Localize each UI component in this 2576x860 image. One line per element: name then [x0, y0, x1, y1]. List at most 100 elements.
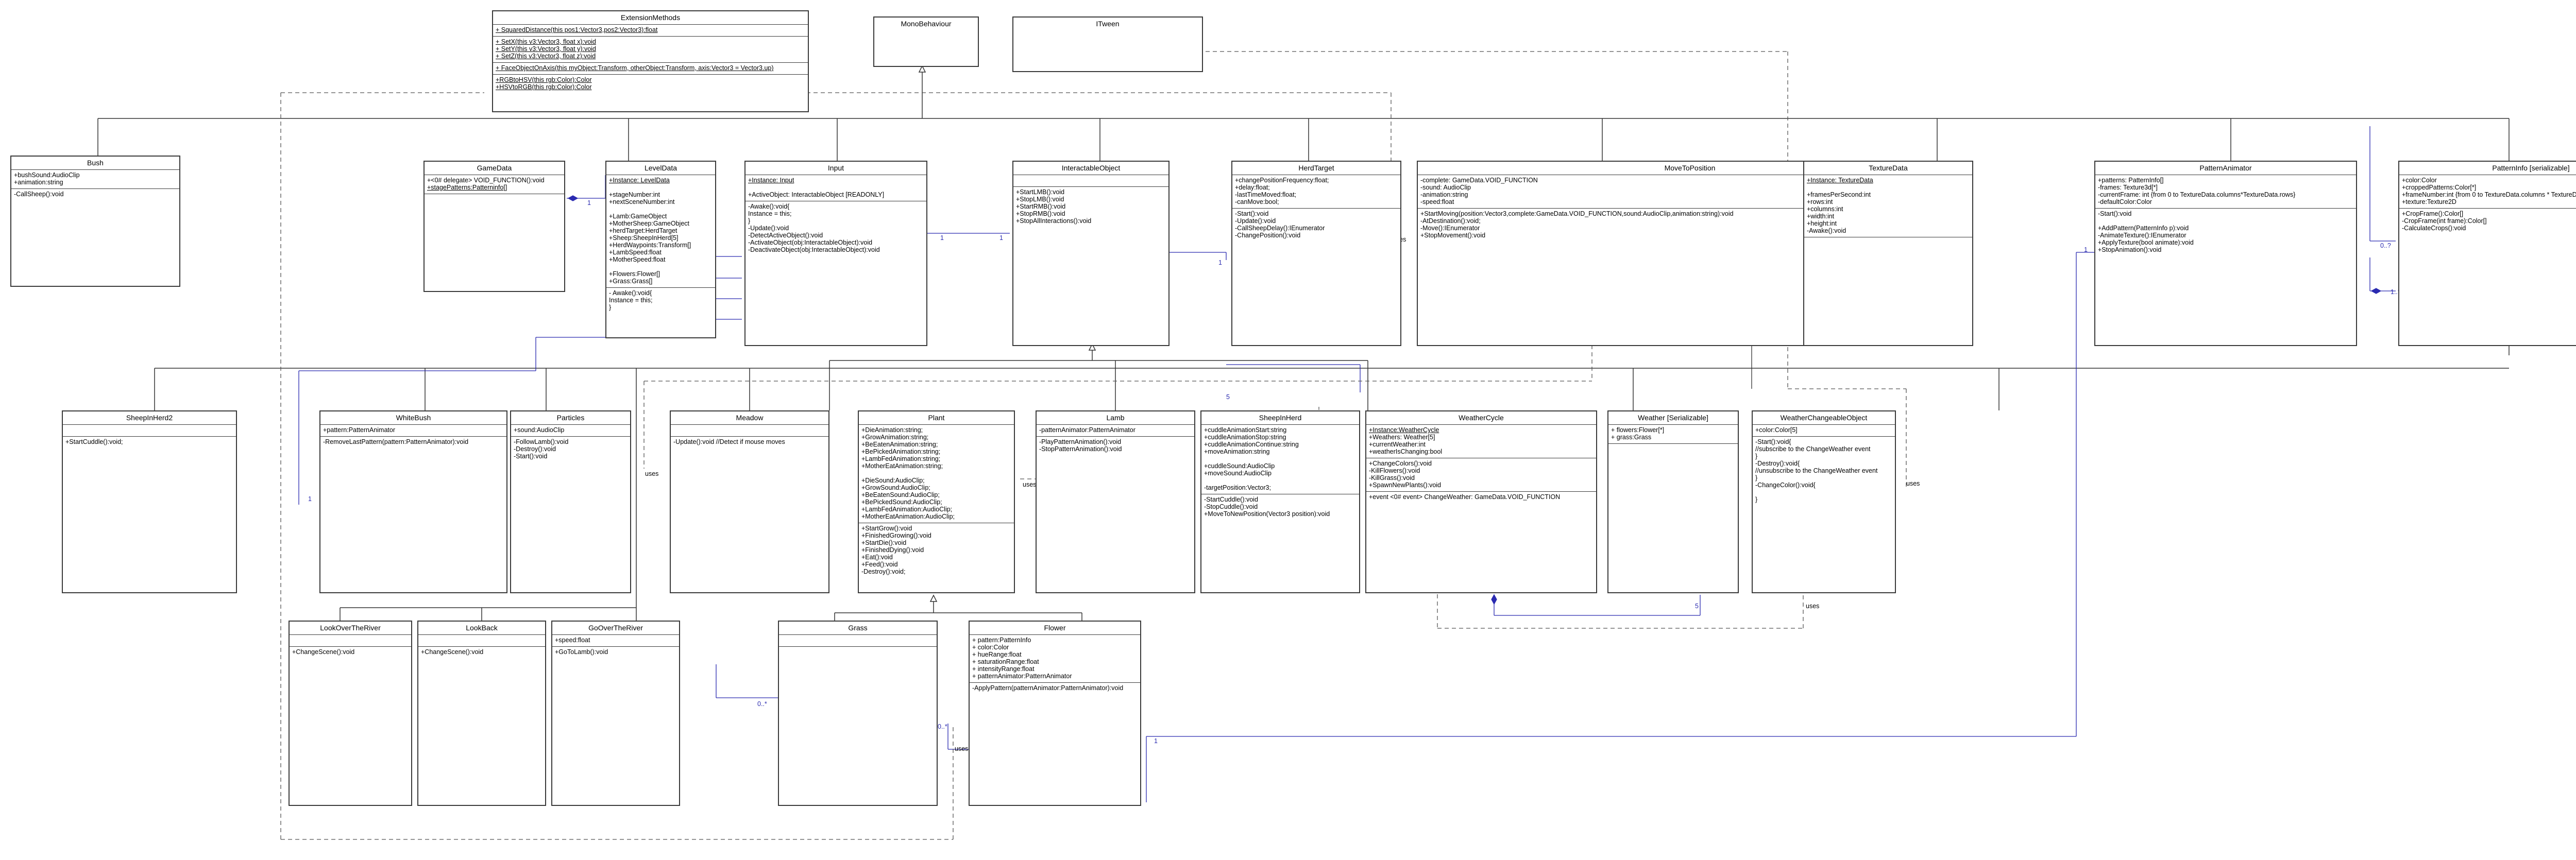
member-line: } — [609, 304, 612, 311]
member-line: +framesPerSecond:int — [1807, 191, 1871, 198]
member-line: -frames: Texture3d[*] — [2098, 184, 2158, 191]
member-line: +DieSound:AudioClip; — [861, 477, 925, 484]
class-box-monobehaviour: MonoBehaviour — [873, 16, 979, 67]
member-line: +Instance: LevelData — [609, 177, 670, 184]
class-box-patternanimator: PatternAnimator+patterns: PatternInfo[]-… — [2094, 161, 2357, 346]
member-line: +color:Color — [2402, 177, 2437, 184]
member-line: +MotherEatAnimation:string; — [861, 462, 943, 470]
member-line: + SetZ(this v3:Vector3, float z):void — [496, 53, 596, 60]
member-line: -Update():void — [748, 225, 789, 232]
class-name: HerdTarget — [1298, 164, 1334, 172]
member-line: +ApplyTexture(bool animate):void — [2098, 239, 2194, 246]
member-line: -lastTimeMoved:float; — [1235, 191, 1297, 198]
member-line: +BeEatenAnimation:string; — [861, 441, 938, 448]
member-line: +RGBtoHSV(this rgb:Color):Color — [496, 76, 592, 83]
class-box-leveldata: LevelData+Instance: LevelData+stageNumbe… — [605, 161, 716, 338]
attributes-section: +DieAnimation:string;+GrowAnimation:stri… — [859, 424, 1014, 523]
class-box-bush: Bush+bushSound:AudioClip+animation:strin… — [10, 156, 180, 287]
operations-section: +GoToLamb():void — [552, 646, 679, 658]
uses-label-lamb: uses — [1023, 481, 1037, 488]
member-line: +Instance:WeatherCycle — [1369, 426, 1439, 434]
member-line: -sound: AudioClip — [1420, 184, 1471, 191]
member-line: +ChangeColors():void — [1369, 460, 1432, 467]
operations-section: -CallSheep():void — [11, 188, 179, 200]
mult-label-whitebush: 1 — [308, 495, 312, 503]
attributes-section: -complete: GameData.VOID_FUNCTION-sound:… — [1418, 175, 1962, 208]
class-box-weather-serializable: Weather [Serializable]+ flowers:Flower[*… — [1607, 410, 1739, 593]
member-line: -StopPatternAnimation():void — [1039, 445, 1122, 453]
attributes-section: +cuddleAnimationStart:string+cuddleAnima… — [1201, 424, 1359, 494]
class-box-interactableobject: InteractableObject+StartLMB():void+StopL… — [1012, 161, 1170, 346]
member-line: -StopCuddle():void — [1204, 503, 1258, 510]
member-line — [1204, 477, 1357, 484]
operations-section: +StartGrow():void+FinishedGrowing():void… — [859, 523, 1014, 578]
section: +RGBtoHSV(this rgb:Color):Color+HSVtoRGB… — [493, 74, 808, 93]
member-line: +sound:AudioClip — [514, 426, 565, 434]
member-line — [748, 184, 924, 191]
operations-section: +ChangeScene():void — [418, 646, 545, 658]
member-line: - Awake():void{ — [609, 289, 652, 297]
member-line: +rows:int — [1807, 198, 1833, 205]
member-line: } — [748, 217, 751, 225]
member-line — [1807, 184, 1970, 191]
uses-label-meadow: uses — [645, 470, 659, 477]
member-line: +Feed():void — [861, 561, 898, 568]
member-line: + intensityRange:float — [972, 665, 1035, 673]
member-line: -currentFrame: int {from 0 to TextureDat… — [2098, 191, 2296, 198]
member-line: +cuddleAnimationStart:string — [1204, 426, 1287, 434]
member-line: +BeEatenSound:AudioClip; — [861, 491, 940, 498]
member-line: -targetPosition:Vector3; — [1204, 484, 1271, 491]
attributes-section — [779, 634, 937, 646]
uses-label-weather: uses — [1806, 603, 1820, 610]
operations-section: +StartLMB():void+StopLMB():void+StartRMB… — [1013, 186, 1168, 227]
member-line: +CropFrame():Color[] — [2402, 210, 2464, 217]
member-line: +MotherEatAnimation:AudioClip; — [861, 513, 955, 520]
member-line: +StartMoving(position:Vector3,complete:G… — [1420, 210, 1734, 217]
mult-label-patterns: 1..* — [2391, 288, 2400, 296]
member-line: +animation:string — [14, 179, 63, 186]
member-line: +HSVtoRGB(this rgb:Color):Color — [496, 83, 592, 91]
class-box-particles: Particles+sound:AudioClip-FollowLamb():v… — [510, 410, 631, 593]
class-name: WeatherChangeableObject — [1780, 414, 1868, 422]
member-line: +Grass:Grass[] — [609, 278, 653, 285]
member-line: + patternAnimator:PatternAnimator — [972, 673, 1072, 680]
member-line: +herdTarget:HerdTarget — [609, 227, 677, 234]
member-line: -Update():void //Detect if mouse moves — [673, 438, 785, 445]
attributes-section: +patterns: PatternInfo[]-frames: Texture… — [2095, 175, 2356, 208]
class-box-herdtarget: HerdTarget+changePositionFrequency:float… — [1231, 161, 1401, 346]
member-line: +StartGrow():void — [861, 525, 912, 532]
class-name: ExtensionMethods — [620, 13, 681, 22]
member-line: + color:Color — [972, 644, 1009, 651]
uses-label-flower: uses — [955, 745, 969, 752]
class-name: WhiteBush — [396, 414, 431, 422]
attributes-section — [290, 634, 411, 646]
operations-section: +CropFrame():Color[]-CropFrame(int frame… — [2399, 208, 2576, 234]
class-name: MoveToPosition — [1664, 164, 1716, 172]
class-box-whitebush: WhiteBush+pattern:PatternAnimator-Remove… — [319, 410, 507, 593]
mult-label-texture: 1 — [2084, 246, 2088, 253]
operations-section: -FollowLamb():void-Destroy():void-Start(… — [511, 436, 630, 462]
member-line: -CalculateCrops():void — [2402, 225, 2466, 232]
operations-section: -StartCuddle():void-StopCuddle():void+Mo… — [1201, 494, 1359, 520]
member-line: +FinishedGrowing():void — [861, 532, 931, 539]
class-name: GoOverTheRiver — [588, 624, 643, 632]
member-line: +<0# delegate> VOID_FUNCTION():void — [427, 177, 545, 184]
member-line: +MotherSheep:GameObject — [609, 220, 689, 227]
member-line — [2098, 217, 2353, 225]
attributes-section: +Instance:WeatherCycle+Weathers: Weather… — [1366, 424, 1596, 458]
member-line — [609, 184, 713, 191]
member-line: +StartCuddle():void; — [65, 438, 123, 445]
operations-section — [779, 646, 937, 658]
operations-section: -Awake():void{Instance = this;}-Update()… — [745, 201, 926, 256]
member-line: +Instance: Input — [748, 177, 794, 184]
member-line — [861, 470, 1011, 477]
member-line: +width:int — [1807, 213, 1835, 220]
operations-section: -Update():void //Detect if mouse moves — [671, 436, 828, 448]
member-line: +BePickedSound:AudioClip; — [861, 498, 942, 506]
member-line: +MotherSpeed:float — [609, 256, 666, 263]
member-line: -complete: GameData.VOID_FUNCTION — [1420, 177, 1538, 184]
operations-section: +ChangeScene():void — [290, 646, 411, 658]
member-line: -CallSheep():void — [14, 191, 64, 198]
member-line: +GrowSound:AudioClip; — [861, 484, 930, 491]
class-name: WeatherCycle — [1459, 414, 1504, 422]
